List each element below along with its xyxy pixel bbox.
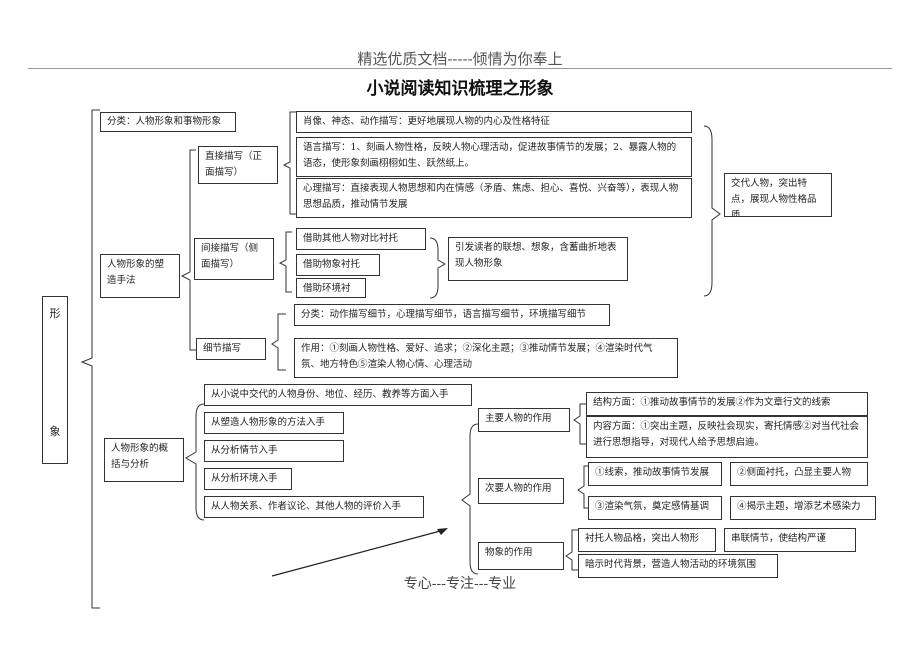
classification-box: 分类：人物形象和事物形象 <box>100 112 236 132</box>
root-node: 形 象 <box>42 296 68 464</box>
object-role-node: 物象的作用 <box>478 542 564 570</box>
main-role-structure-box: 结构方面：①推动故事情节的发展②作为文章行文的线索 <box>586 392 868 416</box>
detail-classification-box: 分类：动作描写细节，心理描写细节，语言描写细节，环境描写细节 <box>294 304 610 326</box>
analysis-item-relations: 从人物关系、作者议论、其他人物的评价入手 <box>204 496 424 518</box>
analysis-item-plot: 从分析情节入手 <box>204 440 344 462</box>
header-divider <box>28 68 892 69</box>
indirect-summary-box: 引发读者的联想、想象，含蓄曲折地表现人物形象 <box>448 237 628 281</box>
secondary-role-item-2: ②侧面衬托，凸显主要人物 <box>730 462 868 486</box>
psychology-description-box: 心理描写：直接表现人物思想和内在情感（矛盾、焦虑、担心、喜悦、兴奋等），表现人物… <box>296 178 692 218</box>
page-footer: 专心---专注---专业 <box>403 576 517 592</box>
analysis-node: 人物形象的概括与分析 <box>104 438 184 482</box>
indirect-item-object: 借助物象衬托 <box>296 254 380 276</box>
secondary-role-item-3: ③渲染气氛，奠定感情基调 <box>588 496 722 520</box>
main-character-role-node: 主要人物的作用 <box>478 408 570 432</box>
main-role-content-box: 内容方面：①突出主题，反映社会现实，寄托情感②对当代社会进行思想指导，对现代人给… <box>586 416 868 458</box>
detail-function-box: 作用：①刻画人物性格、爱好、追求；②深化主题；③推动情节发展；④渲染时代气氛、地… <box>294 338 678 378</box>
indirect-item-contrast: 借助其他人物对比衬托 <box>296 228 426 250</box>
detail-description-node: 细节描写 <box>196 338 266 360</box>
root-char-1: 形 <box>49 307 61 320</box>
appearance-description-box: 肖像、神态、动作描写：更好地展现人物的内心及性格特征 <box>296 111 692 133</box>
secondary-role-item-1: ①线索，推动故事情节发展 <box>588 462 722 486</box>
object-role-item-2: 串联情节，使结构严谨 <box>724 528 856 552</box>
object-role-item-3: 暗示时代背景，营造人物活动的环境氛围 <box>578 554 778 578</box>
secondary-role-item-4: ④揭示主题，增添艺术感染力 <box>730 496 876 520</box>
analysis-item-method: 从塑造人物形象的方法入手 <box>204 412 344 434</box>
indirect-description-node: 间接描写（侧面描写） <box>194 238 274 280</box>
object-role-item-1: 衬托人物品格，突出人物形 <box>578 528 716 552</box>
analysis-item-environment: 从分析环境入手 <box>204 468 292 490</box>
language-description-box: 语言描写：1、刻画人物性格，反映人物心理活动，促进故事情节的发展；2、暴露人物的… <box>296 137 692 177</box>
page-header: 精选优质文档-----倾情为你奉上 <box>357 50 563 68</box>
root-char-2: 象 <box>49 425 61 438</box>
page-title: 小说阅读知识梳理之形象 <box>366 79 554 99</box>
secondary-character-role-node: 次要人物的作用 <box>478 478 564 504</box>
direct-description-node: 直接描写（正面描写） <box>198 146 278 184</box>
shaping-methods-node: 人物形象的塑造手法 <box>100 254 180 298</box>
analysis-item-identity: 从小说中交代的人物身份、地位、经历、教养等方面入手 <box>204 384 472 406</box>
indirect-item-environment: 借助环境衬托 <box>296 278 366 298</box>
direct-summary-box: 交代人物，突出特点，展现人物性格品质 <box>724 173 832 217</box>
